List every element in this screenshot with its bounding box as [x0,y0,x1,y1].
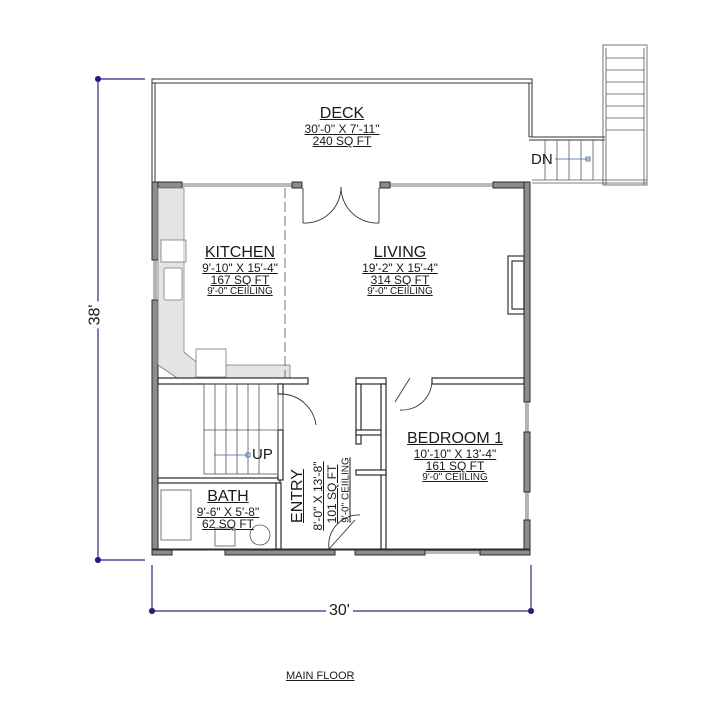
fireplace [507,255,525,315]
bedroom1-area: 161 SQ FT [425,459,485,474]
deck-size: 30'-0" X 7'-11" [304,121,380,136]
deck-area: 240 SQ FT [312,134,372,149]
bath-fixtures [160,489,271,547]
bath-area: 62 SQ FT [201,517,254,532]
kitchen-name: KITCHEN [204,244,276,261]
kitchen-size: 9'-10" X 15'-4" [202,260,278,275]
kitchen-counters [157,187,291,381]
deck-name: DECK [319,105,365,122]
room-label-deck: DECK 30'-0" X 7'-11" 240 SQ FT [304,105,380,149]
exterior-walls [151,181,531,556]
interior-walls [157,377,525,550]
bath-size: 9'-6" X 5'-8" [196,504,260,519]
drawing-title: MAIN FLOOR [286,670,355,682]
depth-dimension: 38' [86,301,105,329]
living-area: 314 SQ FT [370,273,430,288]
room-label-bedroom1: BEDROOM 1 10'-10" X 13'-4" 161 SQ FT 9'-… [406,430,504,483]
room-label-bath: BATH 9'-6" X 5'-8" 62 SQ FT [196,488,260,532]
entry-ceiling: 9'-0" CEIILING [340,457,352,523]
living-size: 19'-2" X 15'-4" [362,260,438,275]
entry-name: ENTRY [289,469,306,523]
stair-up-label: UP [252,446,273,463]
bath-name: BATH [207,488,249,505]
living-name: LIVING [373,244,427,261]
exterior-stair [532,44,648,186]
living-ceiling: 9'-0" CEIILING [367,285,433,297]
deck-rail [151,78,605,182]
interior-stair [203,383,279,475]
bedroom1-ceiling: 9'-0" CEIILING [422,471,488,483]
deck-doors [302,186,380,224]
stair-down-label: DN [531,151,553,168]
entry-area: 101 SQ FT [325,464,339,524]
entry-size: 8'-0" X 13'-8" [311,461,325,531]
kitchen-ceiling: 9'-0" CEIILING [207,285,273,297]
interior-doors [282,377,433,550]
room-label-living: LIVING 19'-2" X 15'-4" 314 SQ FT 9'-0" C… [362,244,438,297]
bedroom1-name: BEDROOM 1 [406,430,504,447]
bedroom1-size: 10'-10" X 13'-4" [413,446,497,461]
kitchen-area: 167 SQ FT [210,273,270,288]
room-label-kitchen: KITCHEN 9'-10" X 15'-4" 167 SQ FT 9'-0" … [202,244,278,297]
windows [153,183,529,554]
width-dimension: 30' [326,602,353,620]
